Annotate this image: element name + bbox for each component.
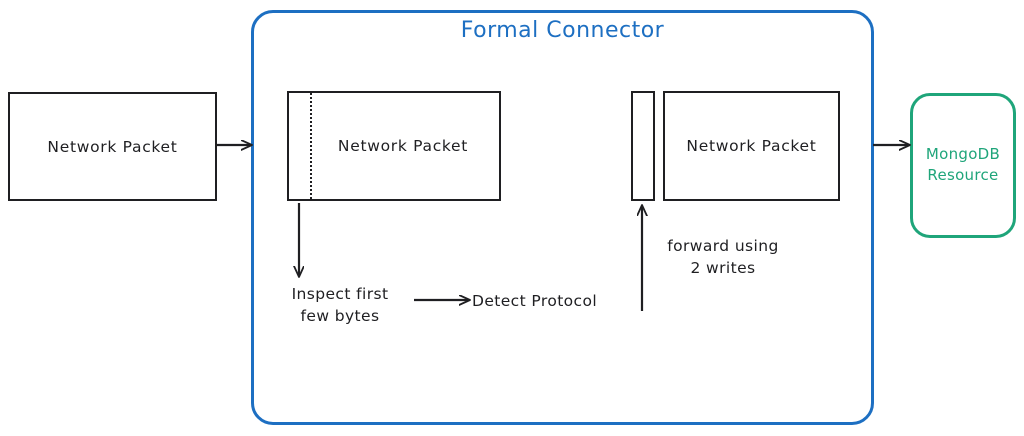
mongodb-resource-node[interactable]: MongoDB Resource (910, 93, 1016, 238)
inspect-label-line1: Inspect first (291, 285, 389, 303)
packet-prefix-chunk-box[interactable] (631, 91, 655, 201)
forward-label-line1: forward using (667, 237, 779, 255)
incoming-network-packet-label: Network Packet (47, 138, 178, 156)
inspected-network-packet-box[interactable]: Network Packet (287, 91, 501, 201)
forwarded-network-packet-box[interactable]: Network Packet (663, 91, 840, 201)
formal-connector-title: Formal Connector (460, 18, 665, 43)
inspected-network-packet-label: Network Packet (337, 137, 469, 155)
packet-header-split-dotted-line (310, 93, 312, 199)
forward-using-2-writes-label: forward using 2 writes (653, 235, 793, 279)
formal-connector-container[interactable] (251, 10, 874, 425)
forwarded-network-packet-label: Network Packet (686, 137, 817, 155)
mongodb-resource-label: MongoDB Resource (913, 144, 1013, 186)
inspect-first-few-bytes-label: Inspect first few bytes (270, 283, 410, 327)
detect-protocol-label: Detect Protocol (472, 292, 598, 310)
mongodb-resource-label-line1: MongoDB (925, 145, 1001, 163)
inspect-label-line2: few bytes (300, 307, 380, 325)
incoming-network-packet-box[interactable]: Network Packet (8, 92, 217, 201)
mongodb-resource-label-line2: Resource (927, 166, 999, 184)
forward-label-line2: 2 writes (690, 259, 756, 277)
